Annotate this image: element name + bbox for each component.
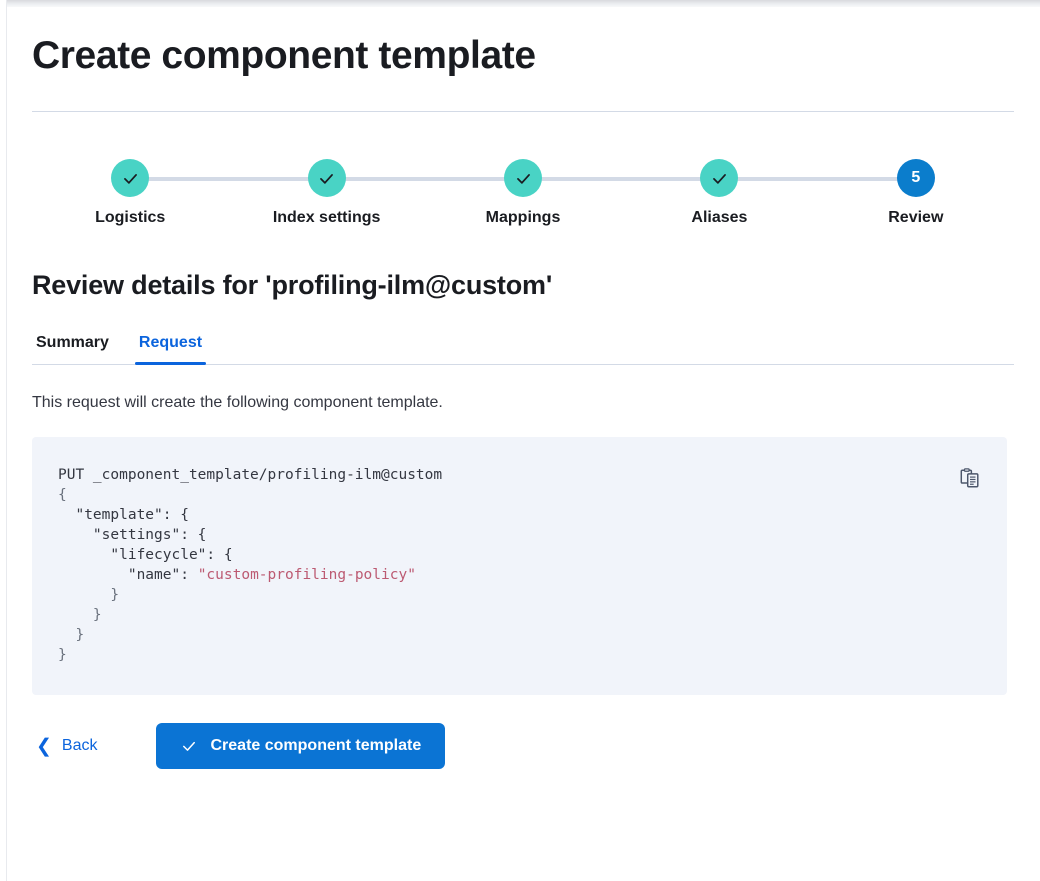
check-icon xyxy=(713,173,726,184)
step-circle-complete xyxy=(700,159,739,197)
step-circle-complete xyxy=(307,159,346,197)
create-component-template-label: Create component template xyxy=(210,737,422,754)
stepper-step-index-settings[interactable]: Index settings xyxy=(228,159,524,227)
wizard-stepper: Logistics Index settings Mappings xyxy=(32,159,1014,227)
copy-clipboard-icon[interactable] xyxy=(959,467,981,489)
window-left-edge xyxy=(0,0,7,881)
stepper-label-mappings: Mappings xyxy=(485,209,561,226)
code-line-lifecycle: "lifecycle": { xyxy=(58,547,233,563)
stepper-step-logistics[interactable]: Logistics xyxy=(32,159,327,227)
page-title: Create component template xyxy=(32,34,536,77)
code-line-close-3: } xyxy=(58,627,85,643)
review-section-title: Review details for 'profiling-ilm@custom… xyxy=(32,270,553,300)
request-intro-text: This request will create the following c… xyxy=(32,394,443,411)
tab-summary[interactable]: Summary xyxy=(36,334,109,351)
review-tabs: Summary Request xyxy=(32,334,1014,365)
step-connector xyxy=(130,177,327,181)
check-icon xyxy=(516,173,530,184)
step-connector xyxy=(719,177,916,181)
check-icon xyxy=(320,173,334,184)
step-connector xyxy=(326,177,524,181)
step-connector xyxy=(523,177,720,181)
tab-request[interactable]: Request xyxy=(134,334,207,365)
step-circle-current: 5 xyxy=(896,159,935,197)
header-divider xyxy=(32,111,1014,112)
window-chrome-strip xyxy=(0,0,1040,7)
back-button-label: Back xyxy=(61,737,98,754)
code-line-name-value: "custom-profiling-policy" xyxy=(197,567,416,583)
copy-clipboard-icon-glyph xyxy=(960,468,979,488)
check-icon xyxy=(123,173,137,184)
request-code-block: PUT _component_template/profiling-ilm@cu… xyxy=(32,437,1007,695)
code-line-close-2: } xyxy=(58,607,102,623)
code-line-name-key: "name": xyxy=(58,567,198,583)
code-line-open-brace: { xyxy=(58,487,67,503)
request-code-content: PUT _component_template/profiling-ilm@cu… xyxy=(58,465,981,665)
step-circle-complete xyxy=(111,159,150,197)
stepper-label-index-settings: Index settings xyxy=(272,209,381,226)
code-line-method: PUT _component_template/profiling-ilm@cu… xyxy=(58,467,443,483)
stepper-label-review: Review xyxy=(888,209,944,226)
create-component-template-button[interactable]: Create component template xyxy=(155,723,446,769)
code-line-close-1: } xyxy=(58,587,120,603)
code-line-close-4: } xyxy=(58,647,67,663)
back-button[interactable]: ❮ Back xyxy=(32,731,102,762)
step-circle-complete xyxy=(504,159,543,197)
stepper-label-logistics: Logistics xyxy=(95,209,166,226)
stepper-step-aliases[interactable]: Aliases xyxy=(621,159,916,227)
page-header: Create component template xyxy=(7,7,1040,79)
wizard-footer: ❮ Back Create component template xyxy=(32,723,1040,769)
code-line-template: "template": { xyxy=(58,507,189,523)
stepper-label-aliases: Aliases xyxy=(691,209,748,226)
check-icon xyxy=(182,741,195,751)
stepper-step-review[interactable]: 5 Review xyxy=(818,159,1014,227)
step-number: 5 xyxy=(911,169,921,186)
code-line-settings: "settings": { xyxy=(58,527,207,543)
page-container: Create component template Logistics Inde… xyxy=(7,7,1040,881)
chevron-left-icon: ❮ xyxy=(36,735,52,757)
stepper-step-mappings[interactable]: Mappings xyxy=(425,159,720,227)
